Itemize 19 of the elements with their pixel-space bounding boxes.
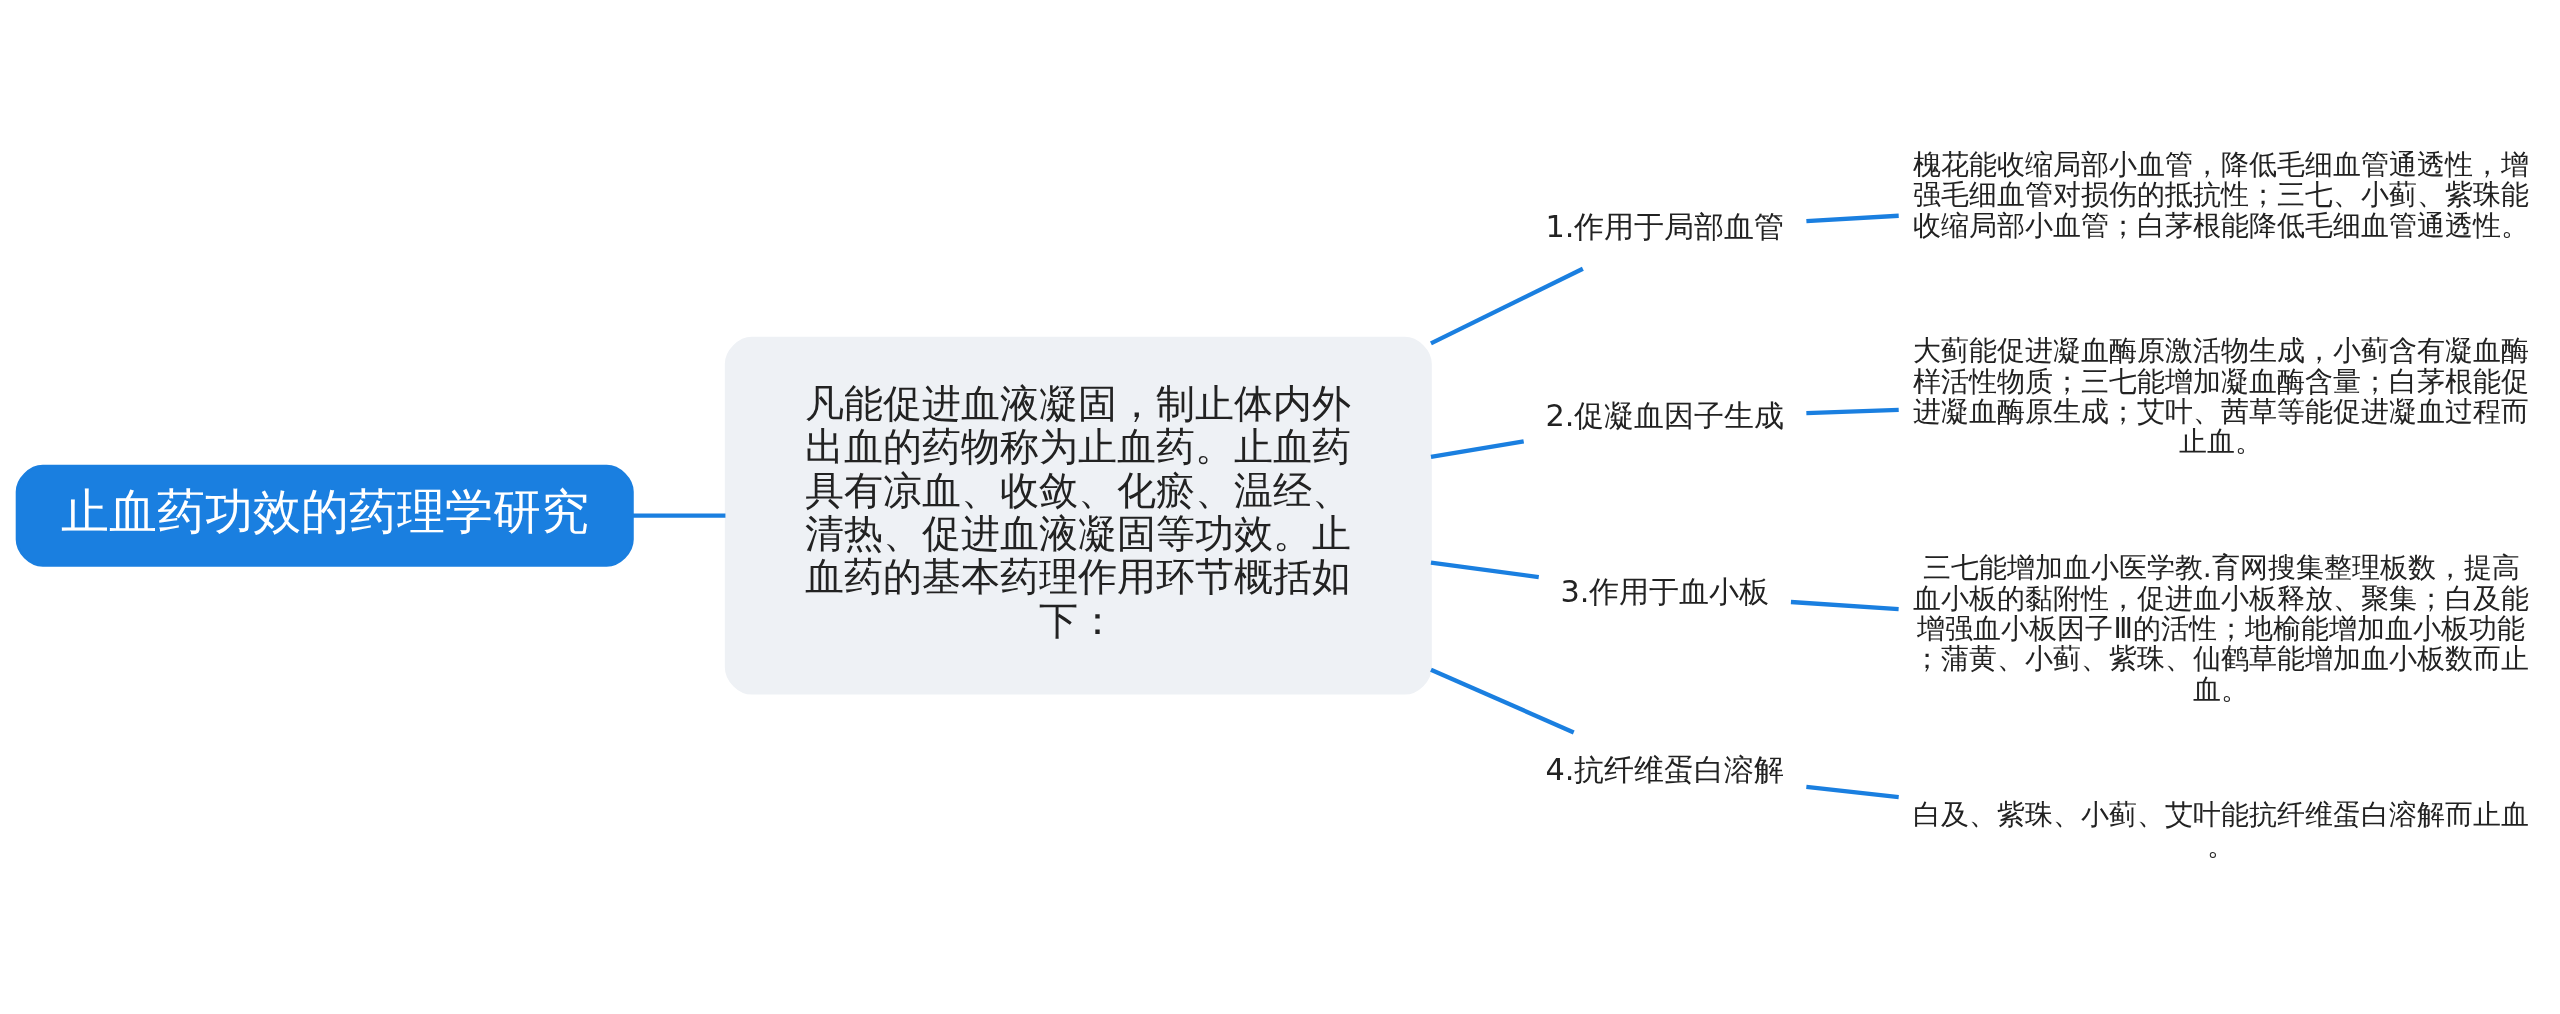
connector [1806,407,1899,416]
node-text: 3.作用于血小板 [1560,573,1770,609]
connector [1430,560,1540,580]
node-text: 大蓟能促进凝血酶原激活物生成，小蓟含有凝血酶样活性物质；三七能增加凝血酶含量；白茅根能促进凝血酶原生成；艾叶、茜草等能促进凝血过程而止血。 [1913,334,2530,459]
node-text: 槐花能收缩局部小血管，降低毛细血管通透性，增强毛细血管对损伤的抵抗性；三七、小蓟、紫珠能收缩局部小血管；白茅根能降低毛细血管通透性。 [1913,147,2530,242]
node-text: 2.促凝血因子生成 [1545,398,1785,434]
node-text: 4.抗纤维蛋白溶解 [1545,751,1785,787]
node-text: 三七能增加血小医学教.育网搜集整理板数，提高血小板的黏附性，促进血小板释放、聚集；白及能增强血小板因子Ⅲ的活性；地榆能增加血小板功能；蒲黄、小蓟、紫珠、仙鹤草能增加血小板数而止血。 [1913,551,2530,706]
connector [1790,599,1899,612]
connector [1806,784,1899,800]
node-box: 止血药功效的药理学研究 [15,464,634,567]
node-text: 1.作用于局部血管 [1545,209,1785,245]
connector [632,513,726,518]
connector [1430,266,1584,346]
node-box: 凡能促进血液凝固，制止体内外出血的药物称为止血药。止血药具有凉血、收敛、化瘀、温经、清热、促进血液凝固等功效。止血药的基本药理作用环节概括如下： [724,336,1432,695]
connector [1430,667,1575,735]
node-text: 白及、紫珠、小蓟、艾叶能抗纤维蛋白溶解而止血。 [1913,798,2530,862]
connector [1806,213,1899,224]
connector [1430,439,1525,460]
